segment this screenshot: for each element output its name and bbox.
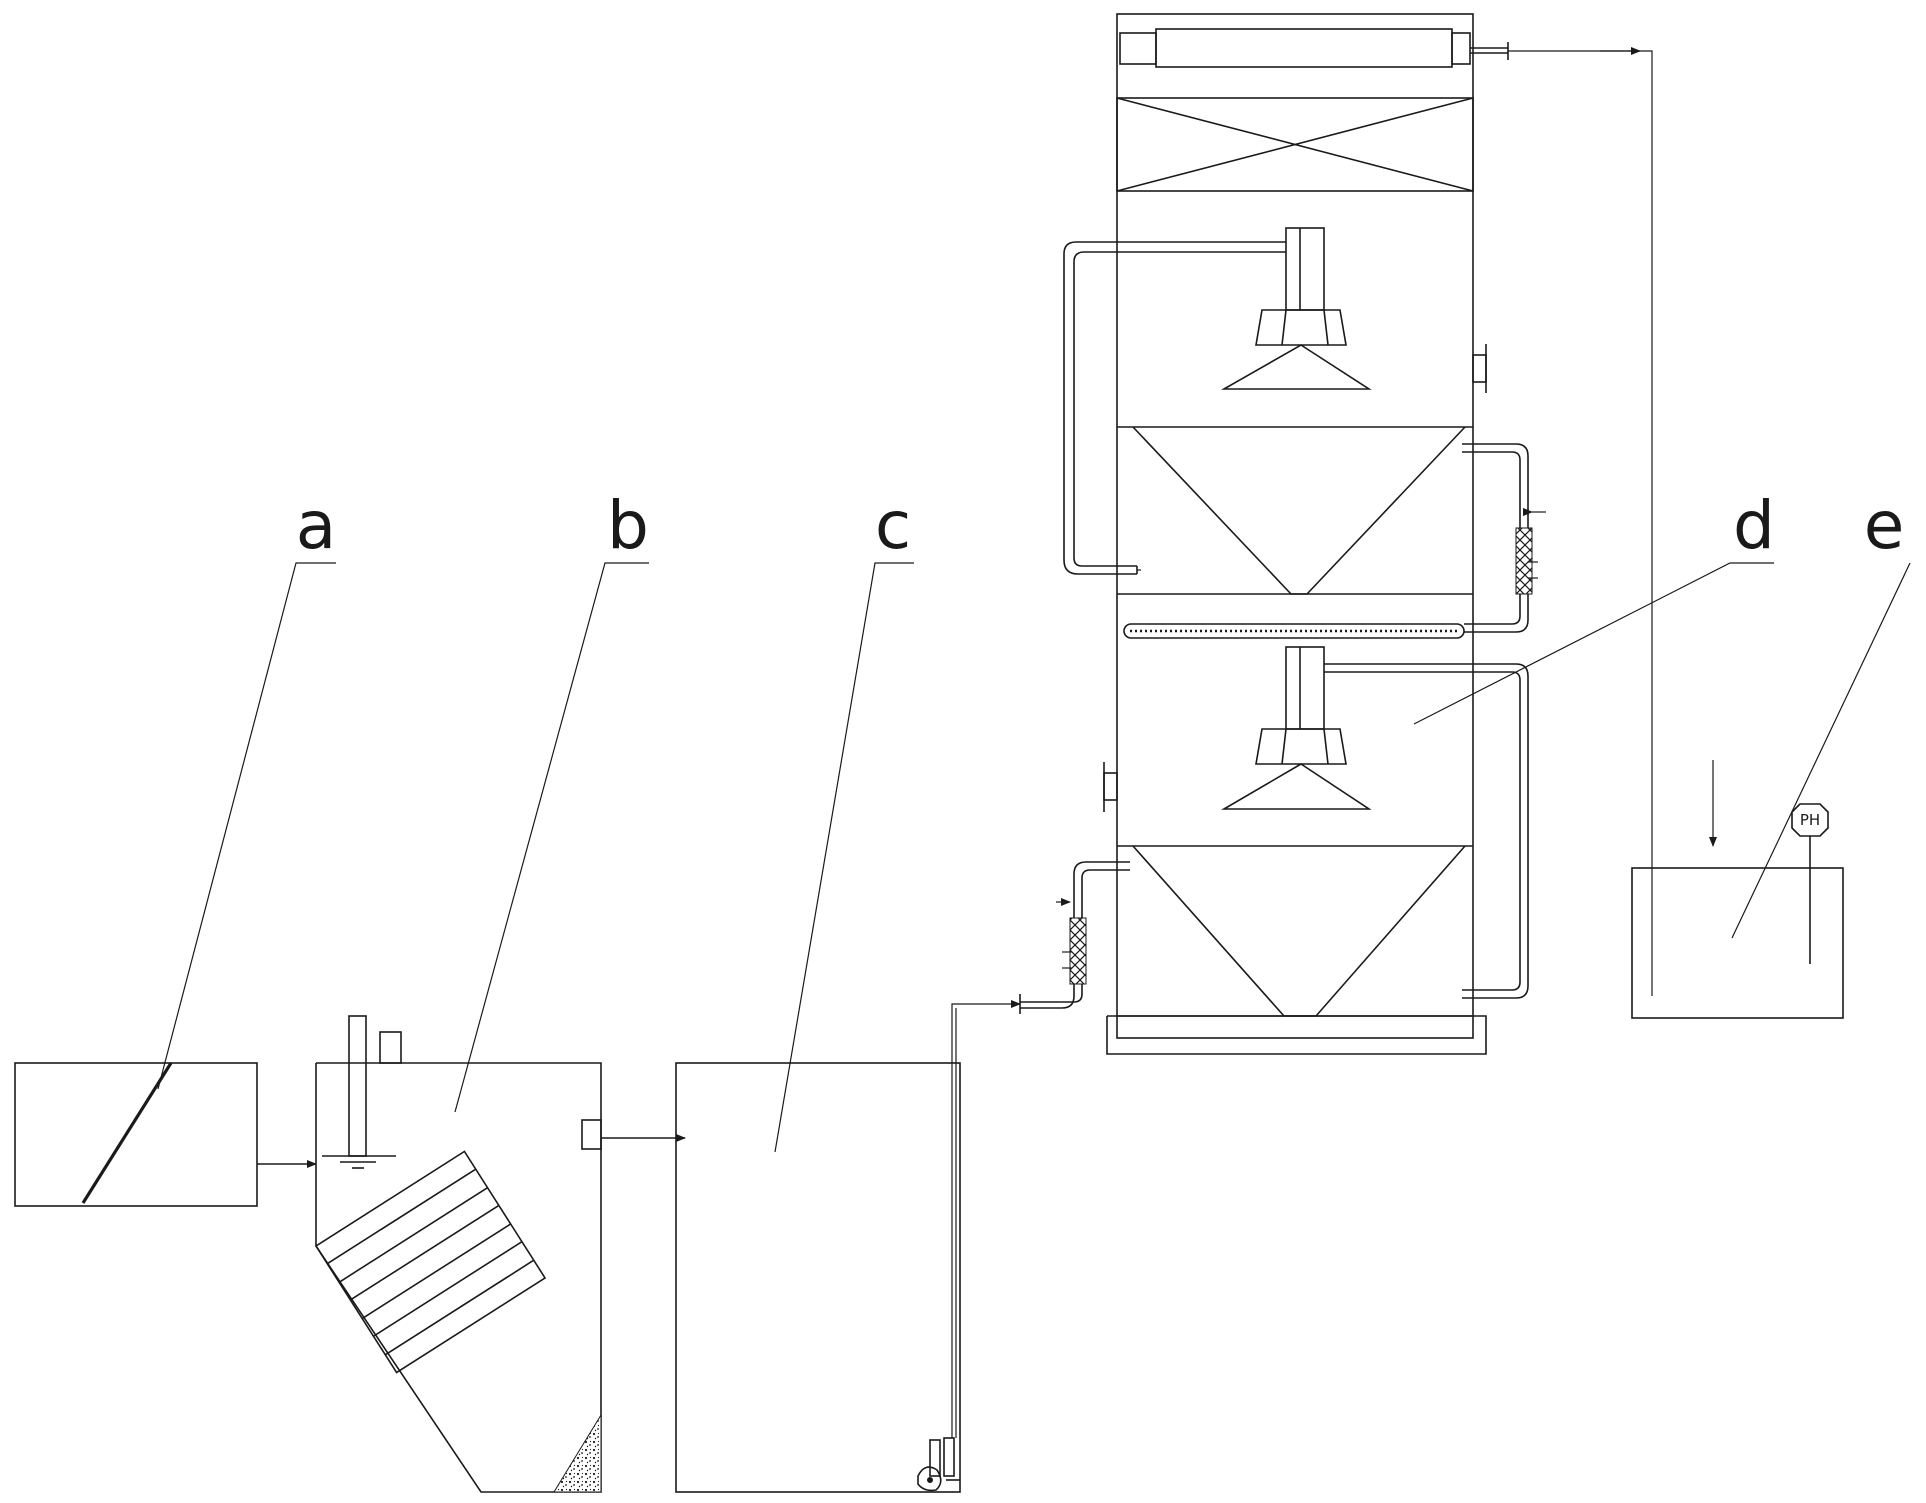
upper-riser	[1285, 227, 1325, 311]
bar-screen	[81, 1062, 173, 1204]
pump-icon	[917, 1437, 960, 1492]
label-e: e	[1864, 487, 1905, 564]
upper-deflector	[1220, 344, 1372, 390]
riser-pipe	[951, 1000, 1021, 1438]
label-b: b	[607, 487, 649, 564]
upper-hood	[1255, 309, 1347, 346]
ph-meter-label: PH	[1800, 811, 1820, 829]
settling-tank-b	[314, 1015, 686, 1493]
sludge-deposit	[553, 1413, 602, 1493]
ph-meter-icon	[1791, 803, 1829, 837]
leader-lines	[157, 562, 1911, 1153]
screen-tank-a	[14, 1062, 317, 1207]
label-a: a	[296, 487, 336, 564]
inclined-tube-pack	[314, 1150, 547, 1374]
lower-filter-mesh	[1069, 917, 1087, 985]
outlet-box	[581, 1119, 602, 1150]
upper-filter-mesh	[1515, 527, 1533, 595]
lower-deflector	[1221, 763, 1372, 810]
lower-hood	[1255, 728, 1347, 765]
reactor-tower-d	[1019, 13, 1546, 1055]
regulating-tank-c	[675, 1000, 1021, 1493]
effluent-line	[1508, 50, 1653, 996]
ph-tank-e: PH	[1631, 760, 1844, 1019]
label-d: d	[1733, 487, 1775, 564]
distribution-pipe	[1123, 623, 1465, 639]
lower-riser	[1285, 646, 1325, 730]
label-c: c	[875, 487, 911, 564]
